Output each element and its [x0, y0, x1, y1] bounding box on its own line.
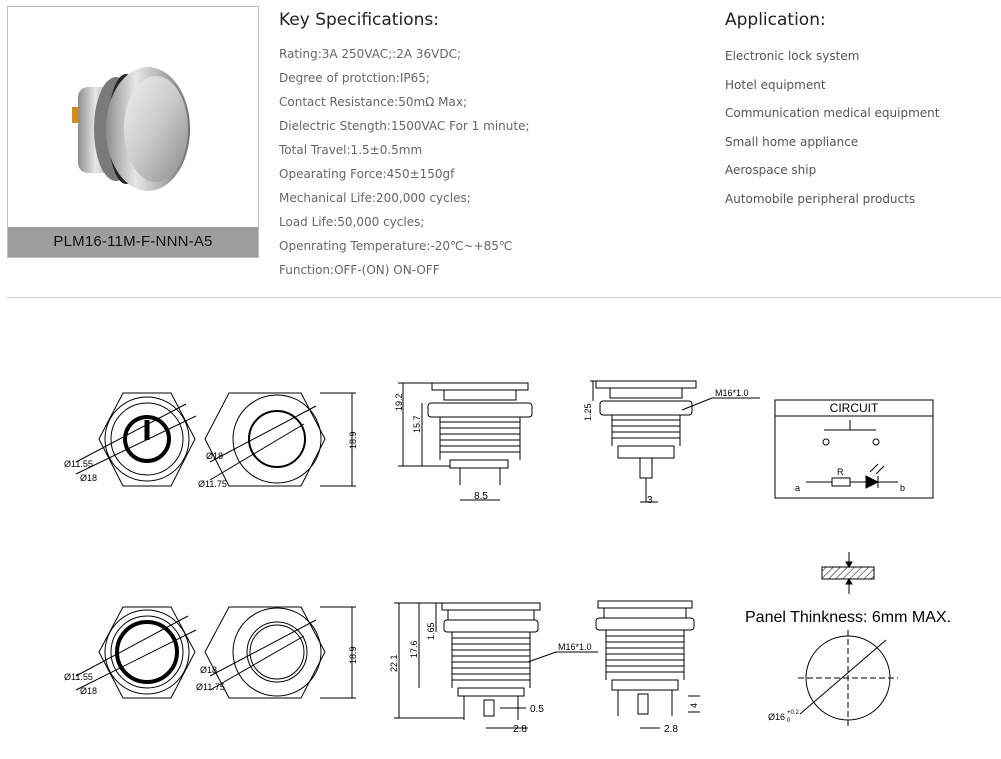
- dim-tolerance: 0: [787, 718, 791, 724]
- back-view-2: [204, 606, 356, 699]
- spec-item: Mechanical Life:200,000 cycles;: [279, 191, 471, 205]
- panel-hole: [798, 630, 898, 728]
- circuit-label: R: [837, 467, 844, 477]
- dim-label: 4: [689, 703, 699, 708]
- dim-label: Ø11.75: [196, 682, 225, 692]
- dim-label: 2.8: [664, 724, 678, 735]
- dim-label: 18.9: [348, 431, 358, 449]
- spec-item: Function:OFF-(ON) ON-OFF: [279, 263, 440, 277]
- application-item: Communication medical equipment: [725, 106, 940, 120]
- dim-label: Ø11.75: [198, 479, 227, 489]
- spec-item: Opearating Force:450±150gf: [279, 167, 455, 181]
- dim-label: M16*1.0: [715, 388, 749, 398]
- spec-item: Load Life:50,000 cycles;: [279, 215, 425, 229]
- spec-item: Openrating Temperature:-20℃~+85℃: [279, 239, 513, 253]
- dim-label: Ø18: [80, 686, 97, 696]
- front-view-power: [75, 392, 197, 487]
- side-view-3: [394, 602, 598, 729]
- switch-photo-illustration: [72, 67, 190, 191]
- dim-label: Ø11.55: [64, 459, 93, 469]
- application-list: Electronic lock system Hotel equipment C…: [725, 42, 995, 213]
- circuit-diagram: [774, 399, 934, 499]
- spec-item: Contact Resistance:50mΩ Max;: [279, 95, 468, 109]
- dim-label: Ø18: [200, 665, 217, 675]
- panel-section: [821, 552, 875, 594]
- dim-tolerance: +0.2: [787, 710, 800, 716]
- dim-label: 17.6: [409, 640, 419, 658]
- spec-item: Dielectric Stength:1500VAC For 1 minute;: [279, 119, 530, 133]
- dim-label: 1.65: [426, 622, 436, 640]
- specs-list: Rating:3A 250VAC;:2A 36VDC; Degree of pr…: [279, 42, 699, 282]
- section-divider: [7, 297, 1001, 298]
- product-photo: PLM16-11M-F-NNN-A5: [7, 6, 259, 258]
- model-caption: PLM16-11M-F-NNN-A5: [8, 227, 258, 257]
- dim-label: Ø11.55: [64, 672, 93, 682]
- circuit-label: b: [900, 483, 905, 493]
- dim-label: 1.25: [583, 403, 593, 421]
- side-view-2: [590, 380, 760, 503]
- panel-thickness-label: Panel Thinkness: 6mm MAX.: [745, 609, 951, 626]
- dim-label: 18.9: [348, 646, 358, 664]
- front-view-ring: [75, 606, 197, 699]
- dim-label: Ø18: [80, 473, 97, 483]
- side-view-4: [595, 600, 700, 729]
- spec-item: Rating:3A 250VAC;:2A 36VDC;: [279, 47, 461, 61]
- dim-label: Ø16: [768, 712, 785, 722]
- dim-label: 2.8: [513, 724, 527, 735]
- back-view: [204, 392, 356, 487]
- dim-label: 3: [647, 495, 653, 506]
- application-item: Small home appliance: [725, 134, 859, 149]
- side-view: [398, 382, 533, 501]
- spec-item: Total Travel:1.5±0.5mm: [279, 143, 423, 157]
- application-item: Automobile peripheral products: [725, 191, 916, 206]
- application-item: Aerospace ship: [725, 163, 817, 177]
- circuit-title: CIRCUIT: [830, 401, 879, 415]
- application-item: Hotel equipment: [725, 77, 826, 92]
- dim-label: Ø18: [206, 451, 223, 461]
- dim-label: 22.1: [389, 654, 399, 672]
- switch-button-face: [124, 76, 188, 182]
- dim-label: 19.2: [394, 393, 404, 411]
- dim-label: M16*1.0: [558, 642, 592, 652]
- dim-label: 8.5: [474, 491, 488, 502]
- spec-item: Degree of protction:IP65;: [279, 71, 430, 85]
- key-specifications: Key Specifications: Rating:3A 250VAC;:2A…: [279, 10, 699, 282]
- dim-label: 0.5: [530, 704, 544, 715]
- application-item: Electronic lock system: [725, 49, 860, 63]
- application-title: Application:: [725, 10, 826, 30]
- dim-label: 15.7: [412, 415, 422, 433]
- specs-title: Key Specifications:: [279, 10, 439, 30]
- application-section: Application: Electronic lock system Hote…: [725, 10, 995, 213]
- circuit-label: a: [795, 483, 800, 493]
